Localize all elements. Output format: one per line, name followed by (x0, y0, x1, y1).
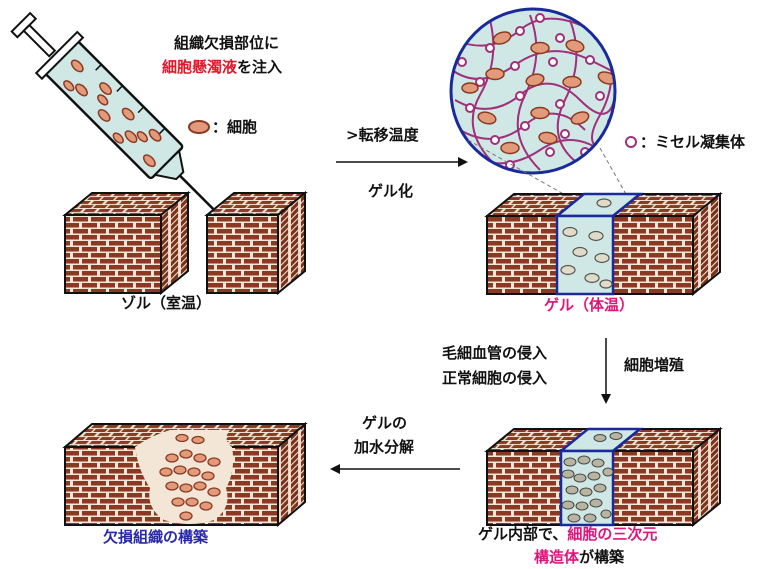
gel-inside-caption-line2: 構造体が構築 (534, 548, 624, 566)
gel-inside-prefix: ゲル内部で、 (478, 525, 568, 543)
gel-body-temp-label: ゲル（体温） (544, 296, 635, 314)
sol-room-temp-label: ゾル（室温） (121, 294, 212, 312)
inject-caption-line1: 組織欠損部位に (174, 34, 280, 52)
micelle-aggregate-icon (625, 136, 637, 148)
gel-hydrolysis-line2: 加水分解 (354, 438, 415, 456)
arrow-proliferation (601, 338, 611, 404)
zoom-guide-lines (467, 139, 628, 197)
cell-suspension-text: 細胞懸濁液 (162, 58, 238, 76)
micelle-network-magnified (449, 7, 617, 175)
inject-caption-rest: を注入 (237, 58, 283, 76)
transition-temperature-label: >転移温度 (346, 126, 419, 144)
structure-built-text: が構築 (579, 548, 625, 566)
normal-cell-invasion-label: 正常細胞の侵入 (442, 369, 548, 387)
structure-text: 構造体 (534, 548, 580, 566)
gelation-label: ゲル化 (368, 182, 414, 200)
cell-icon (188, 120, 210, 134)
tissue-block-gel (484, 191, 723, 297)
gel-hydrolysis-line1: ゲルの (362, 414, 408, 432)
micelle-legend-label: ：ミセル凝集体 (640, 133, 746, 151)
arrow-gelation (336, 157, 468, 167)
cell-proliferation-label: 細胞増殖 (624, 356, 685, 374)
capillary-invasion-label: 毛細血管の侵入 (442, 344, 548, 362)
three-dimensional-cells-text: 細胞の三次元 (567, 525, 658, 543)
arrow-hydrolysis (330, 464, 460, 474)
tissue-block-gel-cells (484, 426, 723, 528)
tissue-block-left-half (62, 190, 191, 296)
gel-inside-caption-line1: ゲル内部で、細胞の三次元 (478, 525, 657, 543)
cell-legend-label: ：細胞 (212, 118, 258, 136)
tissue-block-right-half (204, 190, 308, 296)
defect-tissue-reconstruction-label: 欠損組織の構築 (103, 528, 209, 546)
inject-caption-line2: 細胞懸濁液を注入 (162, 58, 282, 76)
tissue-block-reconstructed (62, 421, 308, 528)
